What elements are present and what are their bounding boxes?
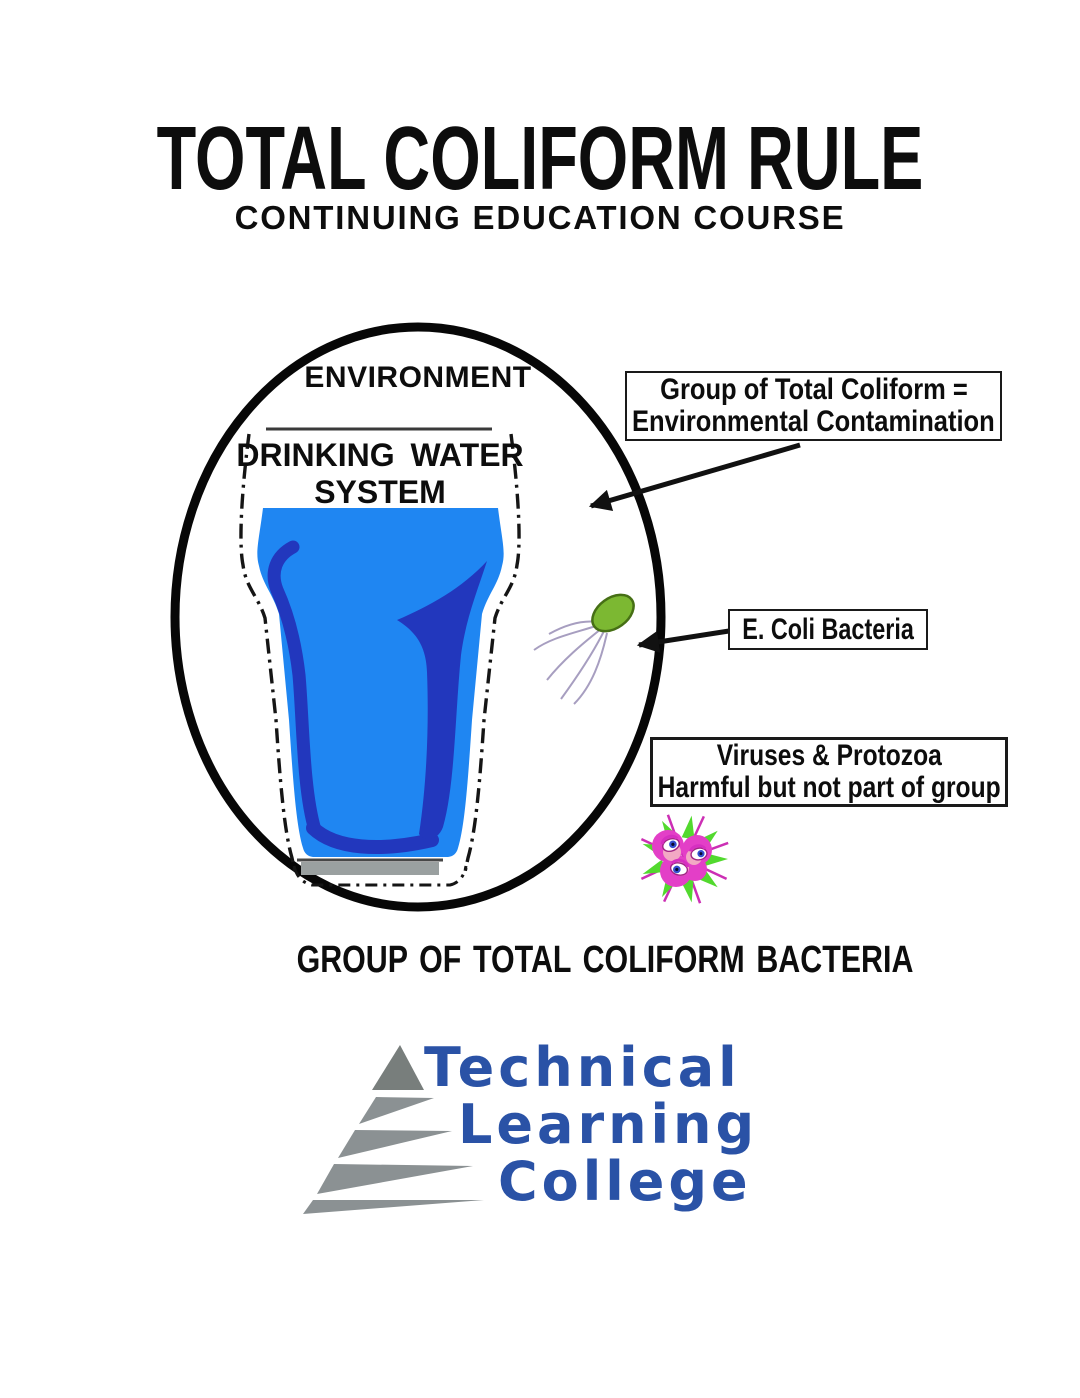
logo-text-line3: College <box>498 1150 752 1213</box>
diagram-caption: GROUP OF TOTAL COLIFORM BACTERIA <box>130 938 1080 982</box>
pyramid-logo-icon <box>303 1045 484 1214</box>
logo-text-line2: Learning <box>458 1093 759 1156</box>
glass-label-line2: SYSTEM <box>314 474 446 510</box>
water-glass-illustration <box>239 427 521 887</box>
callout-coliform: Group of Total Coliform = Environmental … <box>625 371 1002 441</box>
virus-protozoa-icon <box>640 814 729 904</box>
callout-coliform-line2: Environmental Contamination <box>632 405 995 438</box>
glass-outline-right <box>463 433 521 873</box>
arrow-ecoli-callout <box>636 628 730 653</box>
callout-coliform-line1: Group of Total Coliform = <box>659 373 968 406</box>
callout-ecoli-label: E. Coli Bacteria <box>742 612 914 646</box>
page-subtitle: CONTINUING EDUCATION COURSE <box>234 199 846 236</box>
virus-eyes <box>660 834 708 876</box>
water-swirl-right <box>397 561 487 840</box>
diagram-caption-text: GROUP OF TOTAL COLIFORM BACTERIA <box>296 939 914 981</box>
callout-viruses-line2: Harmful but not part of group <box>657 771 1001 804</box>
glass-label-line1: DRINKING WATER <box>236 437 524 473</box>
callout-ecoli: E. Coli Bacteria <box>728 609 928 650</box>
glass-base-bar <box>301 862 439 875</box>
logo-text-line1: Technical <box>424 1036 741 1099</box>
water-swirl-left <box>267 540 322 837</box>
glass-outline-left <box>239 433 297 873</box>
callout-viruses: Viruses & Protozoa Harmful but not part … <box>650 737 1008 807</box>
water-swirl-bottom <box>306 821 439 854</box>
ecoli-bacterium-icon <box>533 593 635 705</box>
callout-viruses-line1: Viruses & Protozoa <box>716 739 942 772</box>
glass-outline-bottom <box>292 865 468 887</box>
page-title: TOTAL COLIFORM RULE <box>0 112 1080 206</box>
environment-label: ENVIRONMENT <box>304 361 532 394</box>
arrow-coliform-callout <box>588 442 801 512</box>
page-title-text: TOTAL COLIFORM RULE <box>156 109 924 209</box>
